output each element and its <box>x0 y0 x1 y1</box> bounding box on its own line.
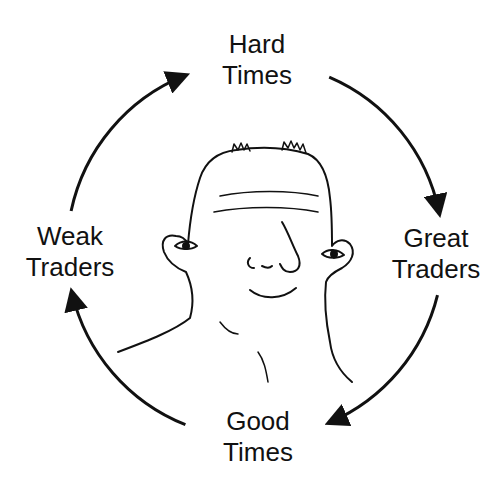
forehead-lines <box>214 192 318 213</box>
stage-text: Good Times <box>196 406 320 468</box>
cycle-stage-label: Great Traders <box>374 223 498 285</box>
right-pupil <box>331 251 337 257</box>
cycle-arrow <box>329 77 439 212</box>
left-eye <box>175 242 197 250</box>
stage-text: Weak Traders <box>8 221 132 283</box>
nose <box>248 222 300 272</box>
left-pupil <box>183 243 189 249</box>
right-eye <box>322 250 344 258</box>
cycle-stage-label: Good Times <box>196 406 320 468</box>
cycle-stage-label: Hard Times <box>195 29 319 91</box>
smile <box>250 288 296 297</box>
stage-text: Great Traders <box>374 223 498 285</box>
hair-tufts <box>232 141 306 153</box>
cycle-stage-label: Weak Traders <box>8 221 132 283</box>
cycle-arrow <box>330 295 437 422</box>
cycle-arrow <box>71 76 184 211</box>
neck-lines <box>220 322 268 382</box>
head-outline <box>118 148 353 382</box>
cycle-arrow <box>72 293 185 425</box>
stage-text: Hard Times <box>195 29 319 91</box>
